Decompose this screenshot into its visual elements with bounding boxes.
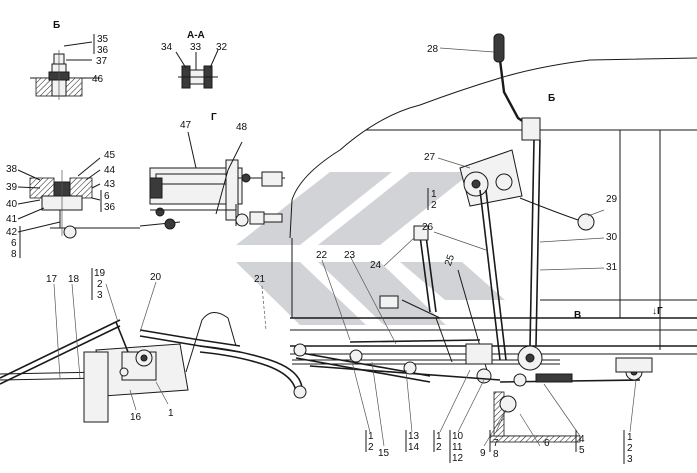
label-n21: 21: [254, 274, 266, 285]
stack-item: 10: [452, 431, 464, 442]
stack-item: 19: [94, 268, 106, 279]
stack-item: 6: [104, 191, 110, 202]
label-n41: 41: [6, 214, 18, 225]
label-n6: 6: [544, 438, 550, 449]
label-n33: 33: [190, 42, 202, 53]
label-n29: 29: [606, 194, 618, 205]
stack-item: 5: [579, 445, 585, 456]
stack-item: 2: [97, 279, 103, 290]
stack-item: 13: [408, 431, 420, 442]
stack-13-14: 13 14: [405, 430, 420, 453]
label-n1: 1: [168, 408, 174, 419]
label-n48: 48: [236, 122, 248, 133]
stack-item: 1: [368, 431, 374, 442]
stack-item: 2: [627, 443, 633, 454]
stack-item: 2: [436, 442, 442, 453]
stack-item: 11: [452, 442, 463, 453]
label-n40: 40: [6, 199, 18, 210]
label-n18: 18: [68, 274, 80, 285]
label-n9: 9: [480, 448, 486, 459]
section-title-b-main: Б: [548, 93, 555, 104]
label-n37: 37: [96, 56, 108, 67]
stack-item: 1: [627, 432, 633, 443]
label-n22: 22: [316, 250, 328, 261]
stack-item: 7: [493, 438, 499, 449]
pointer-21: [261, 285, 267, 331]
chevron-logo-watermark: [236, 172, 505, 325]
label-n45: 45: [104, 150, 116, 161]
left-mechanism: [0, 312, 307, 423]
stack-item: 36: [104, 202, 116, 213]
stack-7-8: 7 8: [489, 430, 499, 460]
leader-lines: [53, 47, 637, 447]
stack-item: 1: [436, 431, 442, 442]
section-title-b: Б: [53, 20, 60, 31]
stack-item: 6: [11, 238, 17, 249]
label-n26: 26: [422, 222, 434, 233]
section-title-g: Г: [211, 112, 217, 123]
bottom-linkage: [293, 343, 653, 387]
inset-aa: [175, 49, 219, 89]
label-n46: 46: [92, 74, 104, 85]
stack-4-5: 4 5: [575, 430, 585, 456]
label-n32: 32: [216, 42, 228, 53]
stack-1-2-mid: 1 2: [427, 188, 437, 211]
stack-item: 1: [431, 189, 437, 200]
label-n44: 44: [104, 165, 116, 176]
label-n43: 43: [104, 179, 116, 190]
label-n25: 25: [443, 253, 457, 268]
section-title-v: В: [574, 310, 581, 321]
stack-10-11-12: 10 11 12: [449, 430, 464, 464]
stack-item: 14: [408, 442, 420, 453]
label-n20: 20: [150, 272, 162, 283]
label-n31: 31: [606, 262, 618, 273]
stack-item: 2: [431, 200, 437, 211]
section-title-aa: А-А: [187, 30, 205, 41]
stack-42-6-8: 42 6 8: [6, 226, 21, 260]
stack-item: 8: [11, 249, 17, 260]
label-n16: 16: [130, 412, 142, 423]
stack-1-2-3-r: 1 2 3: [623, 430, 633, 465]
stack-item: 4: [579, 434, 585, 445]
stack-item: 36: [97, 45, 109, 56]
stack-item: 42: [6, 227, 18, 238]
stack-6-36: 6 36: [100, 190, 116, 213]
stack-19-2-3: 19 2 3: [91, 268, 106, 301]
stack-item: 3: [97, 290, 103, 301]
stack-item: 3: [627, 454, 633, 465]
stack-item: 2: [368, 442, 374, 453]
inset-bushing: [17, 157, 140, 239]
label-n23: 23: [344, 250, 356, 261]
label-n24: 24: [370, 260, 382, 271]
inset-g: [139, 131, 285, 230]
label-n39: 39: [6, 182, 18, 193]
label-n47: 47: [180, 120, 192, 131]
stack-item: 35: [97, 34, 109, 45]
label-n27: 27: [424, 152, 436, 163]
label-n28: 28: [427, 44, 439, 55]
gear-lever-assembly: [459, 33, 595, 361]
stack-1-2-b2: 1 2: [433, 430, 442, 453]
inset-b: [30, 41, 100, 100]
label-n38: 38: [6, 164, 18, 175]
label-n17: 17: [46, 274, 58, 285]
label-n34: 34: [161, 42, 173, 53]
floor-bracket: [489, 391, 581, 443]
section-title-g-arrow: ↓Г: [652, 306, 663, 317]
label-n15: 15: [378, 448, 390, 459]
stack-item: 8: [493, 449, 499, 460]
stack-35-36: 35 36: [93, 34, 109, 56]
stack-1-2-bl: 1 2: [365, 430, 374, 453]
label-n30: 30: [606, 232, 618, 243]
stack-item: 12: [452, 453, 464, 464]
